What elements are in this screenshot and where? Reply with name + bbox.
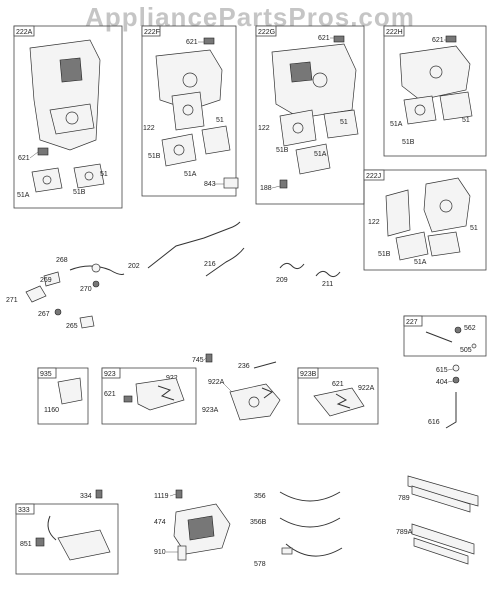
label-562: 562 — [464, 325, 476, 332]
label-474: 474 — [154, 519, 166, 526]
group-222G: 222G 621 122 51 51B 51A — [255, 25, 365, 205]
label-202: 202 — [128, 263, 140, 270]
part-621-a — [37, 147, 49, 156]
label-621: 621 — [18, 155, 30, 162]
label-621: 621 — [432, 37, 444, 44]
label-271: 271 — [6, 297, 18, 304]
group-333: 333 851 334 — [15, 489, 119, 575]
loose-parts-745-236: 745 236 — [192, 353, 277, 370]
label-51A: 51A — [314, 151, 327, 158]
group-923B: 923B 621 922A — [297, 367, 379, 425]
group-227: 227 562 505 — [403, 315, 487, 357]
label-356B: 356B — [250, 519, 267, 526]
label-51A: 51A — [184, 171, 197, 178]
group-label-222A: 222A — [16, 29, 33, 36]
label-122: 122 — [368, 219, 380, 226]
group-label-222F: 222F — [144, 29, 160, 36]
label-122: 122 — [143, 125, 155, 132]
label-1119: 1119 — [154, 493, 169, 500]
label-51B: 51B — [276, 147, 289, 154]
label-267: 267 — [38, 311, 50, 318]
label-211: 211 — [322, 281, 333, 288]
label-51B: 51B — [378, 251, 391, 258]
wire-harness-parts: 356 356B 578 — [250, 491, 343, 568]
label-922A: 922A — [358, 385, 375, 392]
label-505: 505 — [460, 347, 472, 354]
group-222A: 222A 621 51A 51B 51 — [13, 25, 123, 209]
label-621: 621 — [332, 381, 344, 388]
label-851: 851 — [20, 541, 32, 548]
leader-lines — [29, 37, 454, 553]
label-334: 334 — [80, 493, 92, 500]
label-51B: 51B — [148, 153, 161, 160]
label-922A: 922A — [208, 379, 225, 386]
label-356: 356 — [254, 493, 266, 500]
loose-parts-843-188: 843 188 — [204, 177, 288, 192]
label-51A: 51A — [390, 121, 403, 128]
label-265: 265 — [66, 323, 78, 330]
guard-parts: 789 789A — [396, 475, 479, 565]
label-236: 236 — [238, 363, 250, 370]
label-578: 578 — [254, 561, 266, 568]
group-935: 935 1160 — [37, 367, 89, 425]
watermark: AppliancePartsPros.com — [85, 2, 415, 32]
group-923: 923 922 621 — [101, 367, 197, 425]
label-621: 621 — [104, 391, 116, 398]
label-51A: 51A — [17, 192, 30, 199]
label-51A: 51A — [414, 259, 427, 266]
label-789: 789 — [398, 495, 410, 502]
label-843: 843 — [204, 181, 216, 188]
label-745: 745 — [192, 357, 204, 364]
label-268: 268 — [56, 257, 68, 264]
group-label-923B: 923B — [300, 371, 317, 378]
label-789A: 789A — [396, 529, 413, 536]
label-51: 51 — [216, 117, 224, 124]
label-51: 51 — [470, 225, 478, 232]
label-910: 910 — [154, 549, 166, 556]
carburetor-bracket — [29, 39, 101, 151]
label-615: 615 — [436, 367, 448, 374]
label-51: 51 — [340, 119, 348, 126]
label-51: 51 — [462, 117, 470, 124]
group-label-227: 227 — [406, 319, 418, 326]
loose-parts-615-404-616: 615 404 616 — [428, 364, 460, 429]
label-209: 209 — [276, 277, 288, 284]
label-51B: 51B — [73, 189, 86, 196]
group-222H: 222H 621 51A 51 51B — [383, 25, 487, 157]
label-621: 621 — [186, 39, 198, 46]
label-621: 621 — [318, 35, 330, 42]
group-222F: 222F 621 122 51 51B 51A — [141, 25, 237, 197]
group-222J: 222J 122 51 51B 51A — [363, 169, 487, 271]
ignition-parts: 1119 474 910 — [154, 489, 231, 561]
label-616: 616 — [428, 419, 440, 426]
group-label-923: 923 — [104, 371, 116, 378]
label-404: 404 — [436, 379, 448, 386]
group-label-935: 935 — [40, 371, 52, 378]
label-923A: 923A — [202, 407, 219, 414]
group-label-333: 333 — [18, 507, 30, 514]
group-label-222G: 222G — [258, 29, 275, 36]
linkage-row: 268 269 270 271 267 265 202 216 209 211 — [6, 221, 341, 330]
label-269: 269 — [40, 277, 52, 284]
label-216: 216 — [204, 261, 216, 268]
label-122: 122 — [258, 125, 270, 132]
label-188: 188 — [260, 185, 272, 192]
label-51: 51 — [100, 171, 108, 178]
label-270: 270 — [80, 286, 92, 293]
group-label-222J: 222J — [366, 173, 381, 180]
loose-parts-922A-923A: 922A 923A — [202, 379, 281, 421]
label-51B: 51B — [402, 139, 415, 146]
label-1160: 1160 — [44, 407, 59, 414]
group-label-222H: 222H — [386, 29, 403, 36]
